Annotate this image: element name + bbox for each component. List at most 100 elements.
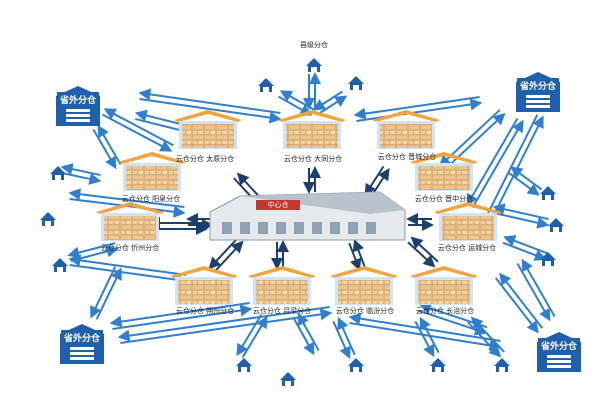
flow-arrow: [241, 315, 268, 359]
shutter-line: [526, 95, 550, 98]
warehouse-roof: [278, 110, 346, 122]
flow-arrow: [208, 237, 239, 270]
county-warehouse: [348, 358, 364, 372]
cloud-warehouse-label-changzhi: 云仓分仓 长治分仓: [415, 307, 475, 315]
cargo-boxes: [182, 124, 234, 148]
county-warehouse: [540, 186, 556, 200]
flow-arrow: [471, 119, 524, 209]
county-door: [57, 267, 63, 272]
flow-arrow: [120, 308, 333, 344]
county-warehouse-icon: [548, 218, 564, 232]
flow-arrow: [443, 112, 506, 171]
warehouse-roof: [330, 266, 398, 278]
county-warehouse: [540, 252, 556, 266]
province-warehouse-label-nw: 省外分仓: [56, 92, 100, 107]
warehouse-roof: [248, 266, 316, 278]
hub-door: [294, 222, 304, 234]
flow-arrow: [419, 316, 440, 354]
cloud-warehouse-label-jincheng: 云仓分仓 晋城分仓: [377, 153, 437, 161]
flow-arrow: [521, 258, 556, 318]
flow-arrow: [499, 272, 544, 329]
flow-arrow: [352, 239, 366, 268]
hub-door: [240, 222, 250, 234]
cloud-warehouse-yangquan: [118, 152, 186, 191]
county-warehouse-icon: [540, 186, 556, 200]
cargo-boxes: [256, 280, 308, 304]
warehouse-roof: [170, 266, 238, 278]
shutter-line: [547, 360, 571, 363]
county-warehouse-icon: [540, 252, 556, 266]
cargo-boxes: [126, 166, 178, 190]
shutter-line: [547, 365, 571, 368]
flow-arrow: [494, 277, 539, 334]
hub-door: [330, 222, 340, 234]
county-door: [553, 227, 559, 232]
county-warehouse-icon: [348, 76, 364, 90]
county-door: [285, 381, 291, 386]
cloud-warehouse-lvliang: [248, 266, 316, 305]
county-door: [263, 87, 269, 92]
flow-arrow: [68, 254, 187, 277]
cloud-warehouse-jinzhong: [410, 152, 478, 191]
flow-arrow: [516, 262, 551, 322]
flow-arrow: [138, 88, 281, 115]
flow-arrow: [356, 98, 483, 122]
flow-arrow: [438, 109, 501, 168]
cloud-warehouse-jincheng: [372, 110, 440, 149]
hub-door: [222, 222, 232, 234]
cargo-boxes: [178, 280, 230, 304]
cloud-warehouse-label-xinzhou: 云仓分仓 忻州分仓: [100, 244, 160, 252]
county-warehouse-icon: [494, 358, 510, 372]
cargo-boxes: [104, 216, 156, 240]
cloud-warehouse-label-lvliang: 云仓分仓 吕梁分仓: [252, 307, 312, 315]
cloud-warehouse-linfen: [330, 266, 398, 305]
flow-arrows: [60, 72, 556, 360]
county-door: [45, 221, 51, 226]
cloud-warehouse-label-yuncheng: 云仓分仓 运城分仓: [437, 244, 497, 252]
county-door: [499, 367, 505, 372]
shutter-line: [70, 347, 94, 350]
hub-door: [366, 222, 376, 234]
flow-arrow: [466, 117, 519, 207]
cargo-boxes: [286, 124, 338, 148]
cargo-boxes: [442, 216, 494, 240]
warehouse-roof: [96, 202, 164, 214]
province-warehouse-label-sw: 省外分仓: [60, 330, 104, 345]
warehouse-roof: [410, 152, 478, 164]
flow-arrow: [503, 235, 548, 255]
cloud-warehouse-label-shuozhou: 云仓分仓 朔州分仓: [175, 307, 235, 315]
county-door: [55, 175, 61, 180]
county-door: [545, 195, 551, 200]
flow-arrow: [92, 129, 117, 170]
warehouse-roof: [174, 110, 242, 122]
shutter-line: [70, 352, 94, 355]
county-warehouse-icon: [258, 78, 274, 92]
cloud-warehouse-taiyuan: [174, 110, 242, 149]
flow-arrow: [337, 316, 356, 356]
county-door: [311, 67, 317, 72]
warehouse-roof: [410, 266, 478, 278]
warehouse-roof: [372, 110, 440, 122]
flow-arrow: [102, 113, 173, 152]
county-warehouse-icon: [52, 258, 68, 272]
county-door: [241, 367, 247, 372]
county-warehouse-label: 县级分仓: [300, 41, 328, 49]
cargo-boxes: [380, 124, 432, 148]
cargo-boxes: [418, 280, 470, 304]
flow-arrow: [112, 304, 253, 330]
county-door: [353, 367, 359, 372]
cloud-warehouse-datong: [278, 110, 346, 149]
county-warehouse: [258, 78, 274, 92]
warehouse-roof: [118, 152, 186, 164]
flow-arrow: [61, 171, 102, 185]
flow-arrow: [213, 240, 244, 273]
flow-arrow: [95, 267, 122, 320]
shutter-line: [526, 105, 550, 108]
shutter-line: [70, 357, 94, 360]
warehouse-roof: [434, 202, 502, 214]
flow-arrow: [312, 90, 343, 111]
county-door: [353, 85, 359, 90]
flow-arrow: [492, 203, 549, 221]
county-warehouse-icon: [50, 166, 66, 180]
central-warehouse: [209, 191, 406, 241]
